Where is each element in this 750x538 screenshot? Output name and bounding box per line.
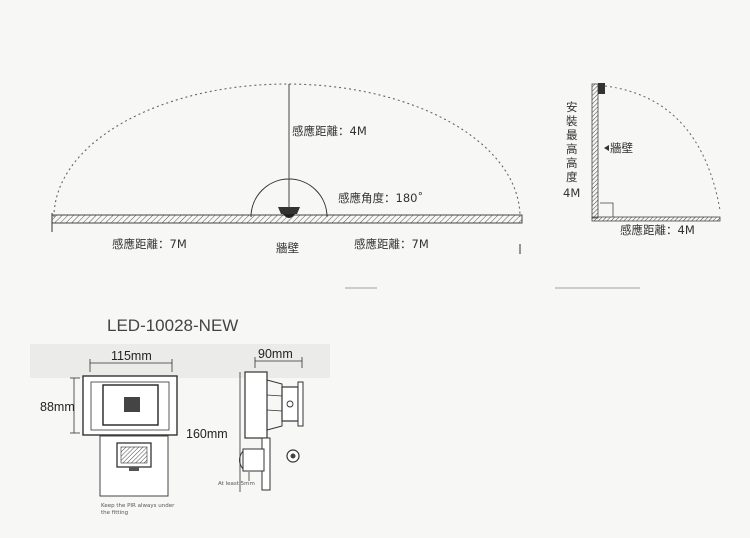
side-detection-arc xyxy=(604,85,721,211)
install-height-char: 安 xyxy=(566,100,578,114)
scan-artifact xyxy=(555,287,640,289)
height-total-label: 160mm xyxy=(186,427,228,441)
distance-left-label: 感應距離：7M xyxy=(112,237,187,251)
depth-label: 90mm xyxy=(258,347,293,361)
floodlight-inner-frame xyxy=(90,381,170,431)
distance-top-label: 感應距離：4M xyxy=(292,124,367,138)
install-height-char: 度 xyxy=(566,170,578,184)
height-left-label: 88mm xyxy=(40,400,75,414)
side-wall-label: 牆壁 xyxy=(610,141,633,155)
product-drawing: LED-10028-NEW 115mm 88mm Keep the PIR al… xyxy=(30,316,330,516)
fixture-housing-side xyxy=(244,371,268,439)
pir-sensor-side xyxy=(242,448,265,472)
led-chip-icon xyxy=(124,397,140,412)
scan-artifact xyxy=(345,287,377,289)
side-view-diagram: 安 裝 最 高 高 度 4M 牆壁 感應距離：4M xyxy=(563,83,721,237)
pir-note-line2: the fitting xyxy=(101,510,128,516)
pir-lens-side xyxy=(239,450,244,470)
install-height-char: 裝 xyxy=(566,114,578,128)
install-height-label: 安 裝 最 高 高 度 4M xyxy=(563,100,580,200)
pir-knob-center-icon xyxy=(290,453,296,459)
angle-label: 感應角度：180˚ xyxy=(338,190,423,205)
sensor-icon xyxy=(278,207,300,214)
side-ground xyxy=(591,216,721,222)
fixture-side-view: 90mm 160mm At least 5mm xyxy=(186,347,304,492)
pir-note-line1: Keep the PIR always under xyxy=(101,503,175,509)
pir-knob-icon xyxy=(129,467,139,471)
install-height-value: 4M xyxy=(563,186,580,200)
range-diagram: 感應距離：4M 感應角度：180˚ 感應距離：7M 牆壁 感應距離：7M xyxy=(51,83,523,255)
arrow-icon xyxy=(604,145,609,151)
install-height-char: 高 xyxy=(566,142,578,156)
side-distance-label: 感應距離：4M xyxy=(620,223,695,237)
width-label: 115mm xyxy=(111,349,152,363)
pir-sensor-grid xyxy=(120,446,148,464)
mounting-bracket xyxy=(281,386,299,422)
fixture-fin-line xyxy=(266,409,283,412)
side-wall xyxy=(591,83,599,219)
right-angle-mark xyxy=(600,202,614,217)
install-height-char: 高 xyxy=(566,156,578,170)
detection-arc xyxy=(53,83,521,218)
fixture-fins xyxy=(266,379,283,431)
side-sensor-icon xyxy=(598,83,605,94)
wall-label: 牆壁 xyxy=(276,241,299,255)
fixture-fin-line xyxy=(266,394,283,397)
bracket-plate xyxy=(297,381,304,427)
gap-note: At least 5mm xyxy=(218,481,255,487)
install-height-char: 最 xyxy=(566,128,578,142)
front-view: 115mm 88mm Keep the PIR always under the… xyxy=(40,349,178,516)
bracket-screw-icon xyxy=(286,400,294,408)
distance-right-label: 感應距離：7M xyxy=(354,237,429,251)
model-name: LED-10028-NEW xyxy=(107,316,238,335)
sensor-lens-icon xyxy=(283,214,295,218)
